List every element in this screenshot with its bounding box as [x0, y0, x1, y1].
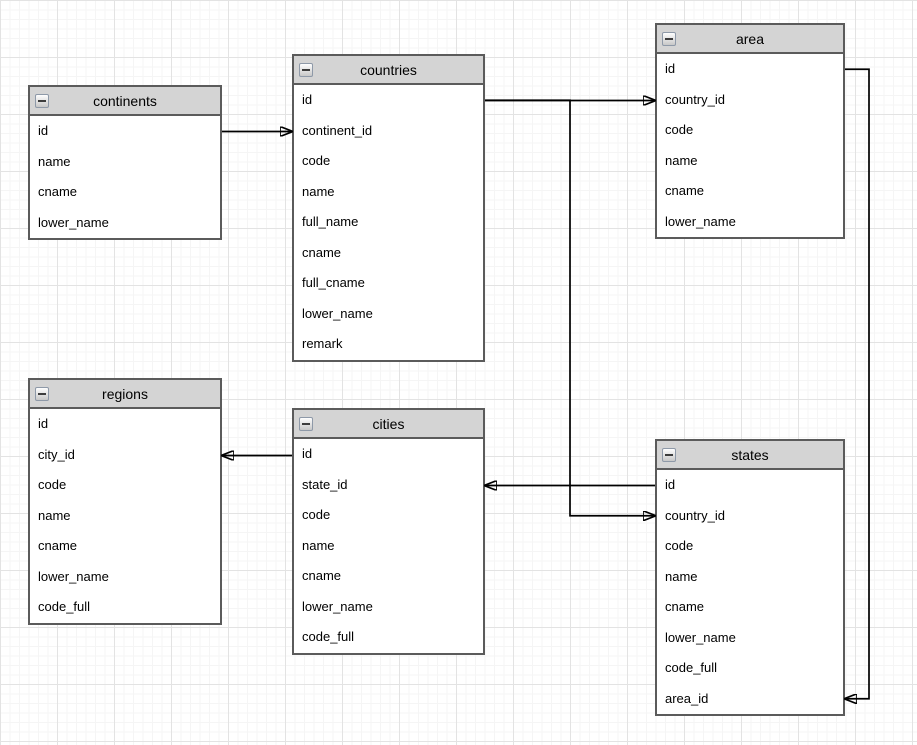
table-column[interactable]: name — [302, 183, 335, 199]
entity-table-continents[interactable]: continents id name cname lower_name — [28, 85, 222, 240]
collapse-icon[interactable] — [662, 31, 676, 46]
table-column[interactable]: lower_name — [302, 305, 373, 321]
table-column[interactable]: id — [665, 477, 676, 492]
table-column[interactable]: continent_id — [302, 122, 373, 138]
table-column[interactable]: code_full — [38, 599, 91, 614]
table-column[interactable]: name — [302, 537, 335, 553]
table-header[interactable]: countries — [294, 56, 483, 85]
collapse-icon[interactable] — [299, 62, 313, 77]
table-column[interactable]: code — [302, 153, 331, 168]
table-header[interactable]: regions — [30, 380, 220, 409]
table-title: countries — [360, 61, 417, 78]
collapse-icon[interactable] — [299, 416, 313, 431]
table-header[interactable]: area — [657, 25, 843, 54]
table-column[interactable]: lower_name — [665, 213, 736, 229]
table-column[interactable]: cname — [665, 599, 705, 614]
table-column[interactable]: cname — [302, 568, 342, 583]
table-column[interactable]: code — [665, 122, 694, 137]
table-column[interactable]: lower_name — [38, 214, 109, 230]
table-column[interactable]: country_id — [665, 507, 725, 523]
collapse-icon[interactable] — [35, 386, 49, 401]
table-column[interactable]: full_name — [302, 214, 359, 229]
table-title: cities — [372, 415, 405, 432]
table-column[interactable]: id — [302, 92, 313, 107]
table-title: continents — [93, 92, 157, 109]
table-column[interactable]: cname — [665, 183, 705, 198]
collapse-icon[interactable] — [35, 93, 49, 108]
table-column[interactable]: code_full — [665, 660, 718, 675]
table-title: area — [735, 30, 765, 47]
table-column[interactable]: id — [38, 416, 49, 431]
table-column[interactable]: name — [38, 153, 71, 169]
table-column[interactable]: cname — [38, 184, 78, 199]
table-header[interactable]: continents — [30, 87, 220, 116]
table-column[interactable]: name — [665, 152, 698, 168]
table-column[interactable]: code_full — [302, 629, 355, 644]
table-column[interactable]: code — [38, 477, 67, 492]
table-title: regions — [102, 385, 148, 402]
table-column[interactable]: code — [665, 538, 694, 553]
table-column[interactable]: remark — [302, 336, 343, 351]
table-column[interactable]: city_id — [38, 446, 75, 462]
table-column[interactable]: lower_name — [38, 568, 109, 584]
table-column[interactable]: id — [665, 61, 676, 76]
table-header[interactable]: states — [657, 441, 843, 470]
table-column[interactable]: cname — [38, 538, 78, 553]
table-column[interactable]: lower_name — [302, 598, 373, 614]
table-title: states — [731, 446, 769, 463]
table-column[interactable]: id — [38, 123, 49, 138]
table-column[interactable]: lower_name — [665, 629, 736, 645]
table-column[interactable]: code — [302, 507, 331, 522]
collapse-icon[interactable] — [662, 447, 676, 462]
table-column[interactable]: id — [302, 446, 313, 461]
table-column[interactable]: cname — [302, 244, 342, 260]
table-column[interactable]: area_id — [665, 690, 709, 706]
table-column[interactable]: state_id — [302, 476, 348, 492]
table-column[interactable]: name — [665, 568, 698, 584]
table-column[interactable]: country_id — [665, 91, 725, 107]
table-column[interactable]: name — [38, 507, 71, 523]
table-column[interactable]: full_cname — [302, 275, 365, 290]
table-header[interactable]: cities — [294, 410, 483, 439]
